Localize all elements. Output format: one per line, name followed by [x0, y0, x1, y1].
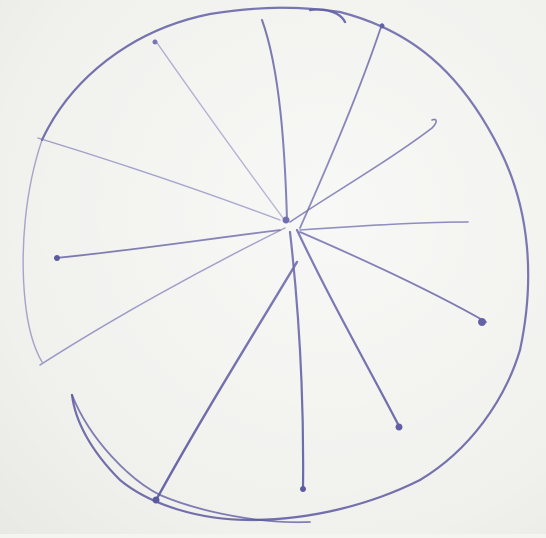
- end-dot-lower-right: [396, 424, 403, 431]
- end-dot-right: [478, 318, 486, 326]
- end-dot-top-left: [153, 40, 158, 45]
- end-dot-bottom-left: [153, 497, 160, 504]
- center-dot: [283, 217, 290, 224]
- end-dot-top-right: [380, 24, 385, 29]
- end-dot-bottom: [300, 486, 306, 492]
- end-dot-left: [54, 255, 60, 261]
